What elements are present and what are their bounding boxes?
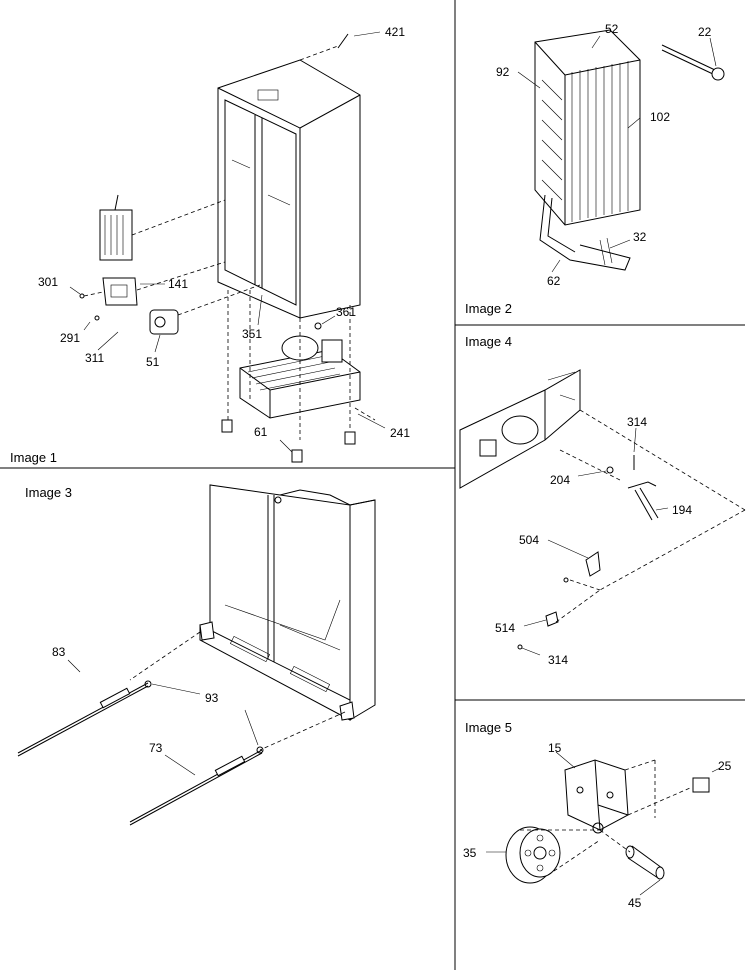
callout-73: 73: [149, 741, 163, 755]
image2-drawing: [517, 29, 725, 273]
callout-241: 241: [390, 426, 410, 440]
callout-141: 141: [168, 277, 188, 291]
panel-title-image4: Image 4: [465, 334, 512, 349]
callout-514: 514: [495, 621, 515, 635]
callout-311: 311: [85, 351, 104, 365]
roller-bracket: [564, 759, 629, 831]
image5-drawing: [486, 751, 721, 896]
callout-52: 52: [605, 22, 619, 36]
callout-22: 22: [698, 25, 712, 39]
image5-callouts: 15 25 35 45: [463, 741, 732, 910]
callout-32: 32: [633, 230, 647, 244]
callout-61: 61: [254, 425, 268, 439]
callout-45: 45: [628, 896, 642, 910]
panel-title-image1: Image 1: [10, 450, 57, 465]
callout-204: 204: [550, 473, 570, 487]
evaporator: [534, 29, 641, 226]
callout-15: 15: [548, 741, 562, 755]
callout-361: 361: [336, 305, 356, 319]
image3-drawing: [17, 484, 376, 826]
image4-callouts: 314 204 194 504 514 314: [495, 415, 692, 667]
callout-102: 102: [650, 110, 670, 124]
panel-title-image2: Image 2: [465, 301, 512, 316]
callout-194: 194: [672, 503, 692, 517]
callout-301: 301: [38, 275, 58, 289]
callout-35: 35: [463, 846, 477, 860]
callout-83: 83: [52, 645, 66, 659]
callout-504: 504: [519, 533, 539, 547]
image1-drawing: [69, 31, 386, 463]
panel-title-image3: Image 3: [25, 485, 72, 500]
image3-callouts: 83 93 73: [52, 645, 219, 755]
callout-421: 421: [385, 25, 405, 39]
callout-291: 291: [60, 331, 80, 345]
callout-51: 51: [146, 355, 160, 369]
image4-drawing: [459, 369, 746, 656]
callout-351: 351: [242, 327, 262, 341]
callout-314-bottom: 314: [548, 653, 568, 667]
cabinet-front: [209, 484, 351, 721]
callout-25: 25: [718, 759, 732, 773]
callout-92: 92: [496, 65, 510, 79]
callout-62: 62: [547, 274, 561, 288]
callout-314-top: 314: [627, 415, 647, 429]
image1-callouts: 421 301 141 291 311 51 351 361 61 241: [38, 25, 410, 440]
panel-title-image5: Image 5: [465, 720, 512, 735]
image2-callouts: 52 22 92 102 32 62: [496, 22, 712, 288]
callout-93: 93: [205, 691, 219, 705]
